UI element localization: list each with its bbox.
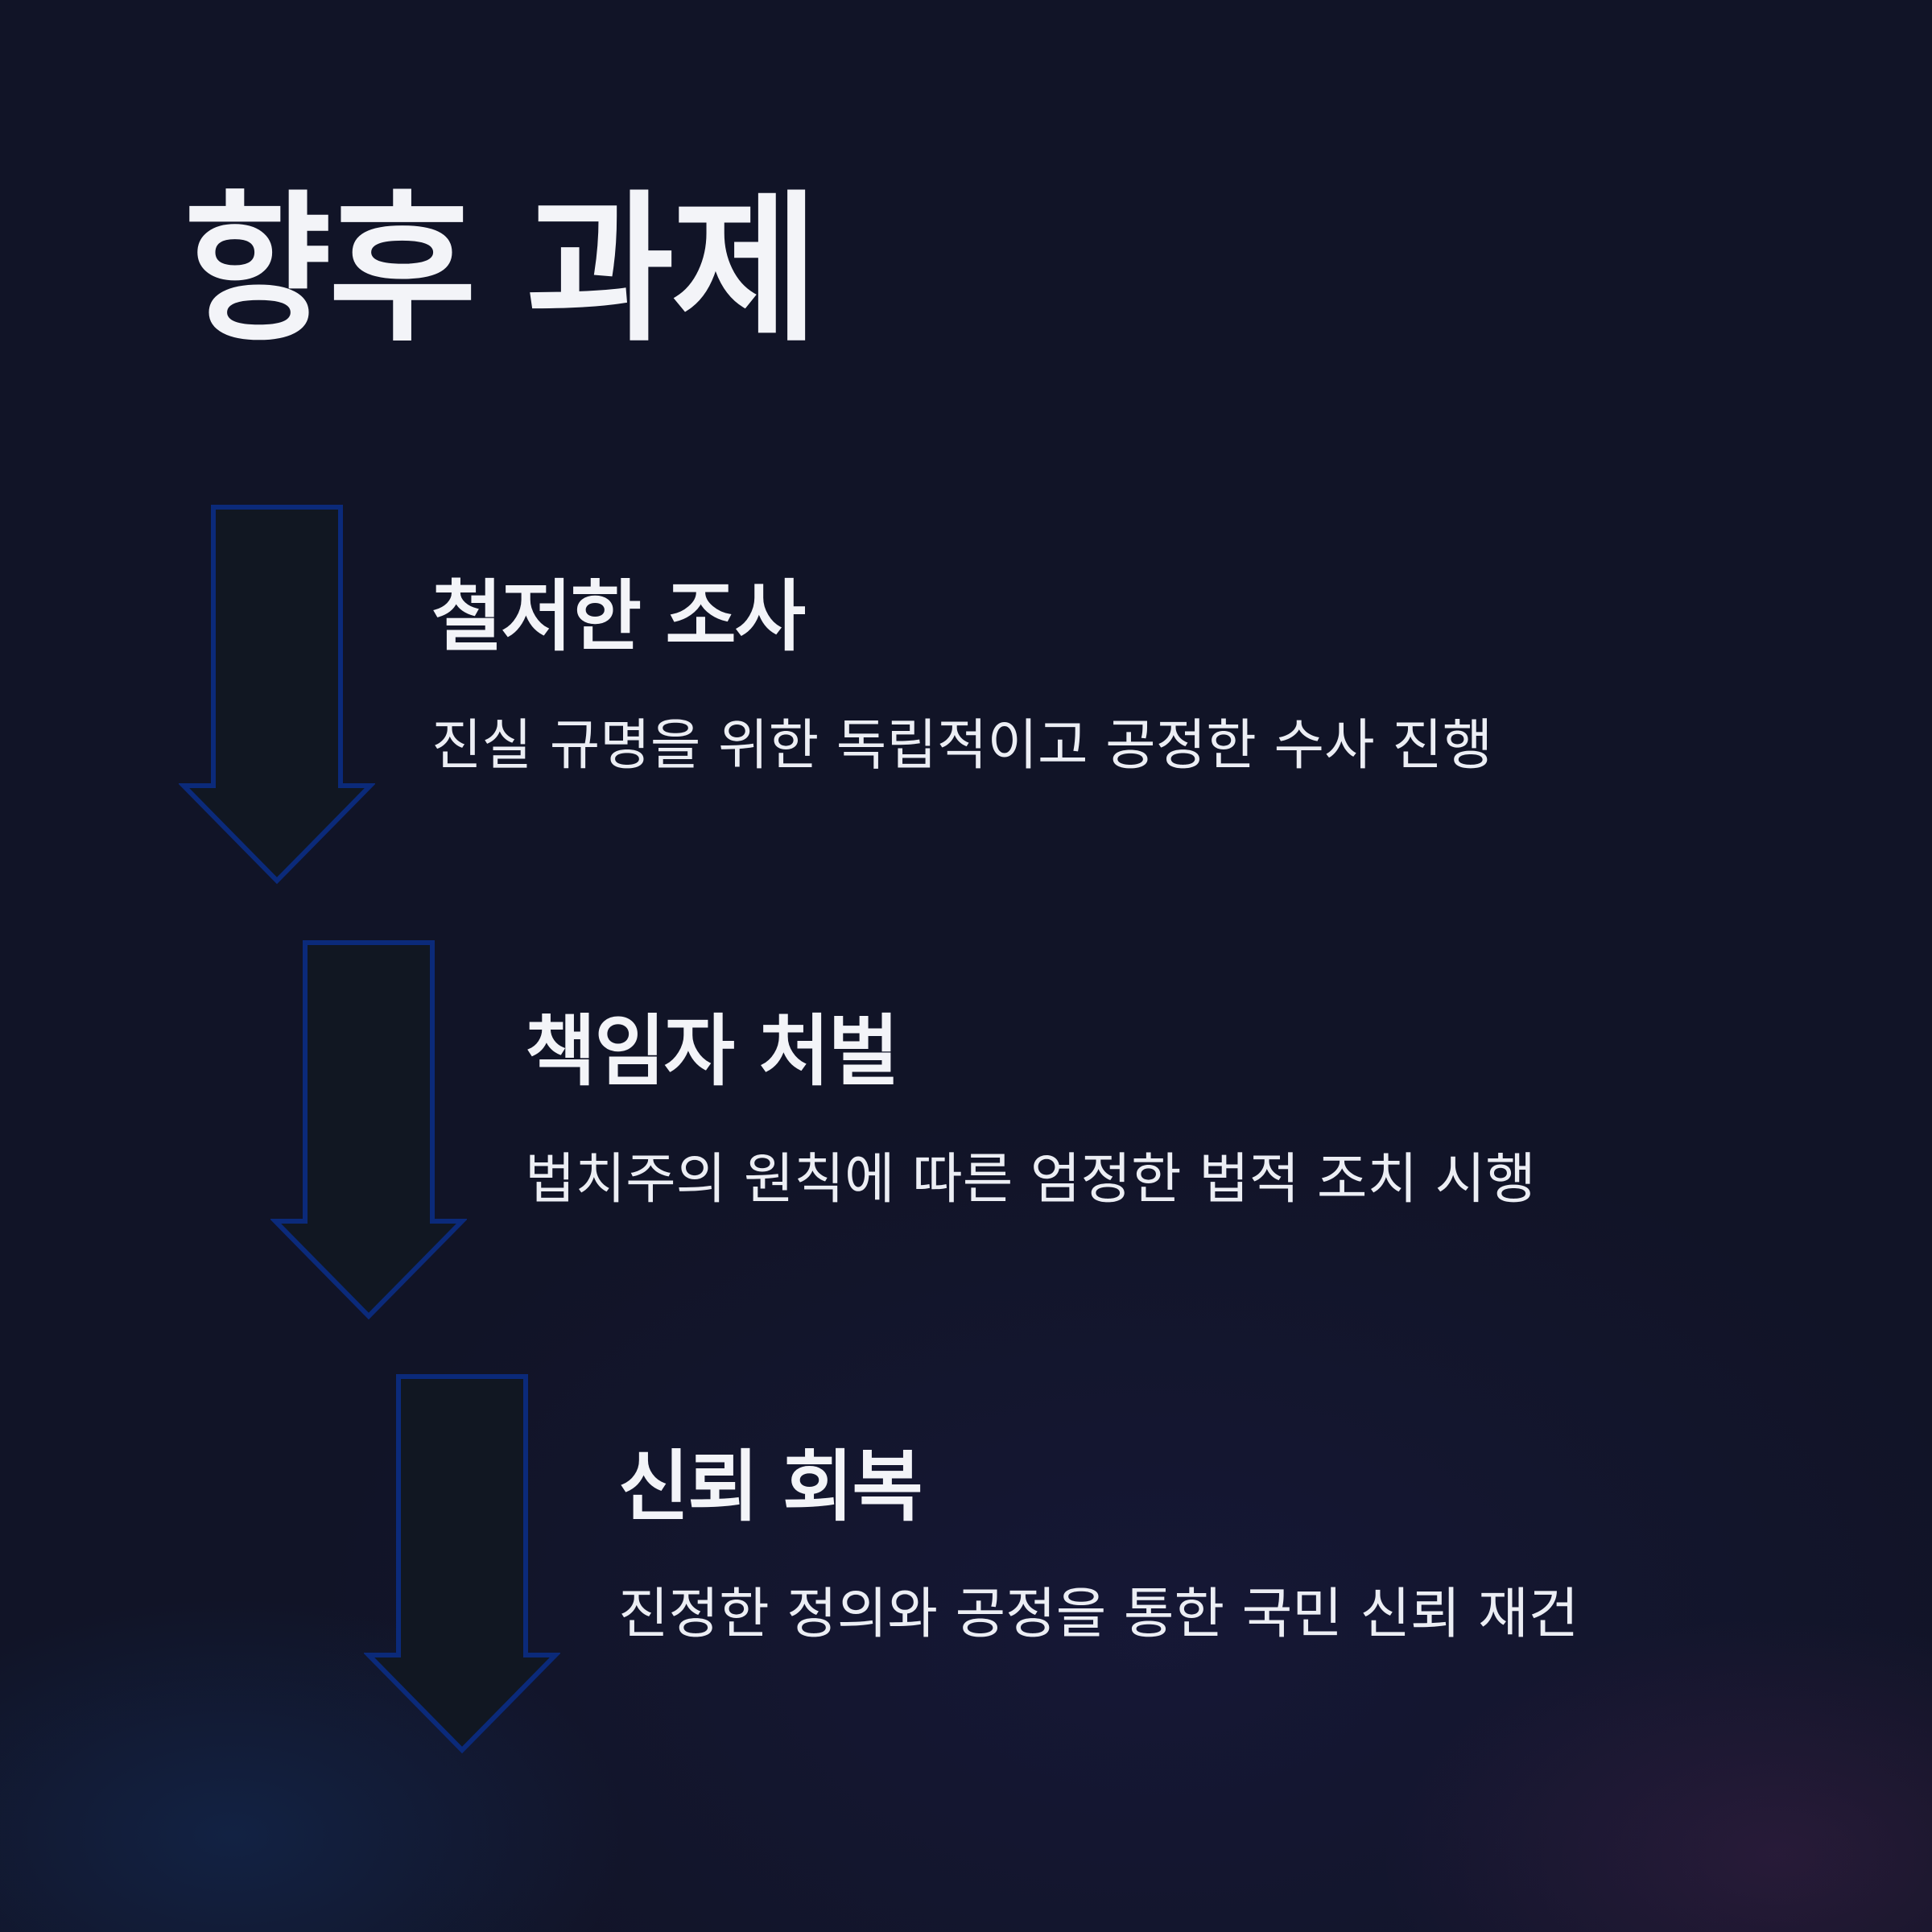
step-heading: 철저한 조사 (431, 572, 806, 662)
step-description: 진정한 정의와 공정을 통한 국민 신뢰 재건 (618, 1583, 1579, 1646)
down-arrow-icon (179, 505, 375, 885)
step-description: 법치주의 원칙에 따른 엄정한 법적 조치 시행 (525, 1148, 1536, 1212)
down-arrow-icon (364, 1374, 560, 1754)
step-description: 진실 규명을 위한 독립적이고 공정한 수사 진행 (431, 714, 1493, 778)
down-arrow-icon (270, 940, 467, 1320)
arrow-shape (270, 940, 467, 1320)
page-title: 향후 과제 (184, 176, 819, 364)
arrow-shape (179, 505, 375, 885)
arrow-shape (364, 1374, 560, 1754)
step-heading: 책임자 처벌 (525, 1006, 899, 1096)
step-heading: 신뢰 회복 (618, 1442, 923, 1532)
